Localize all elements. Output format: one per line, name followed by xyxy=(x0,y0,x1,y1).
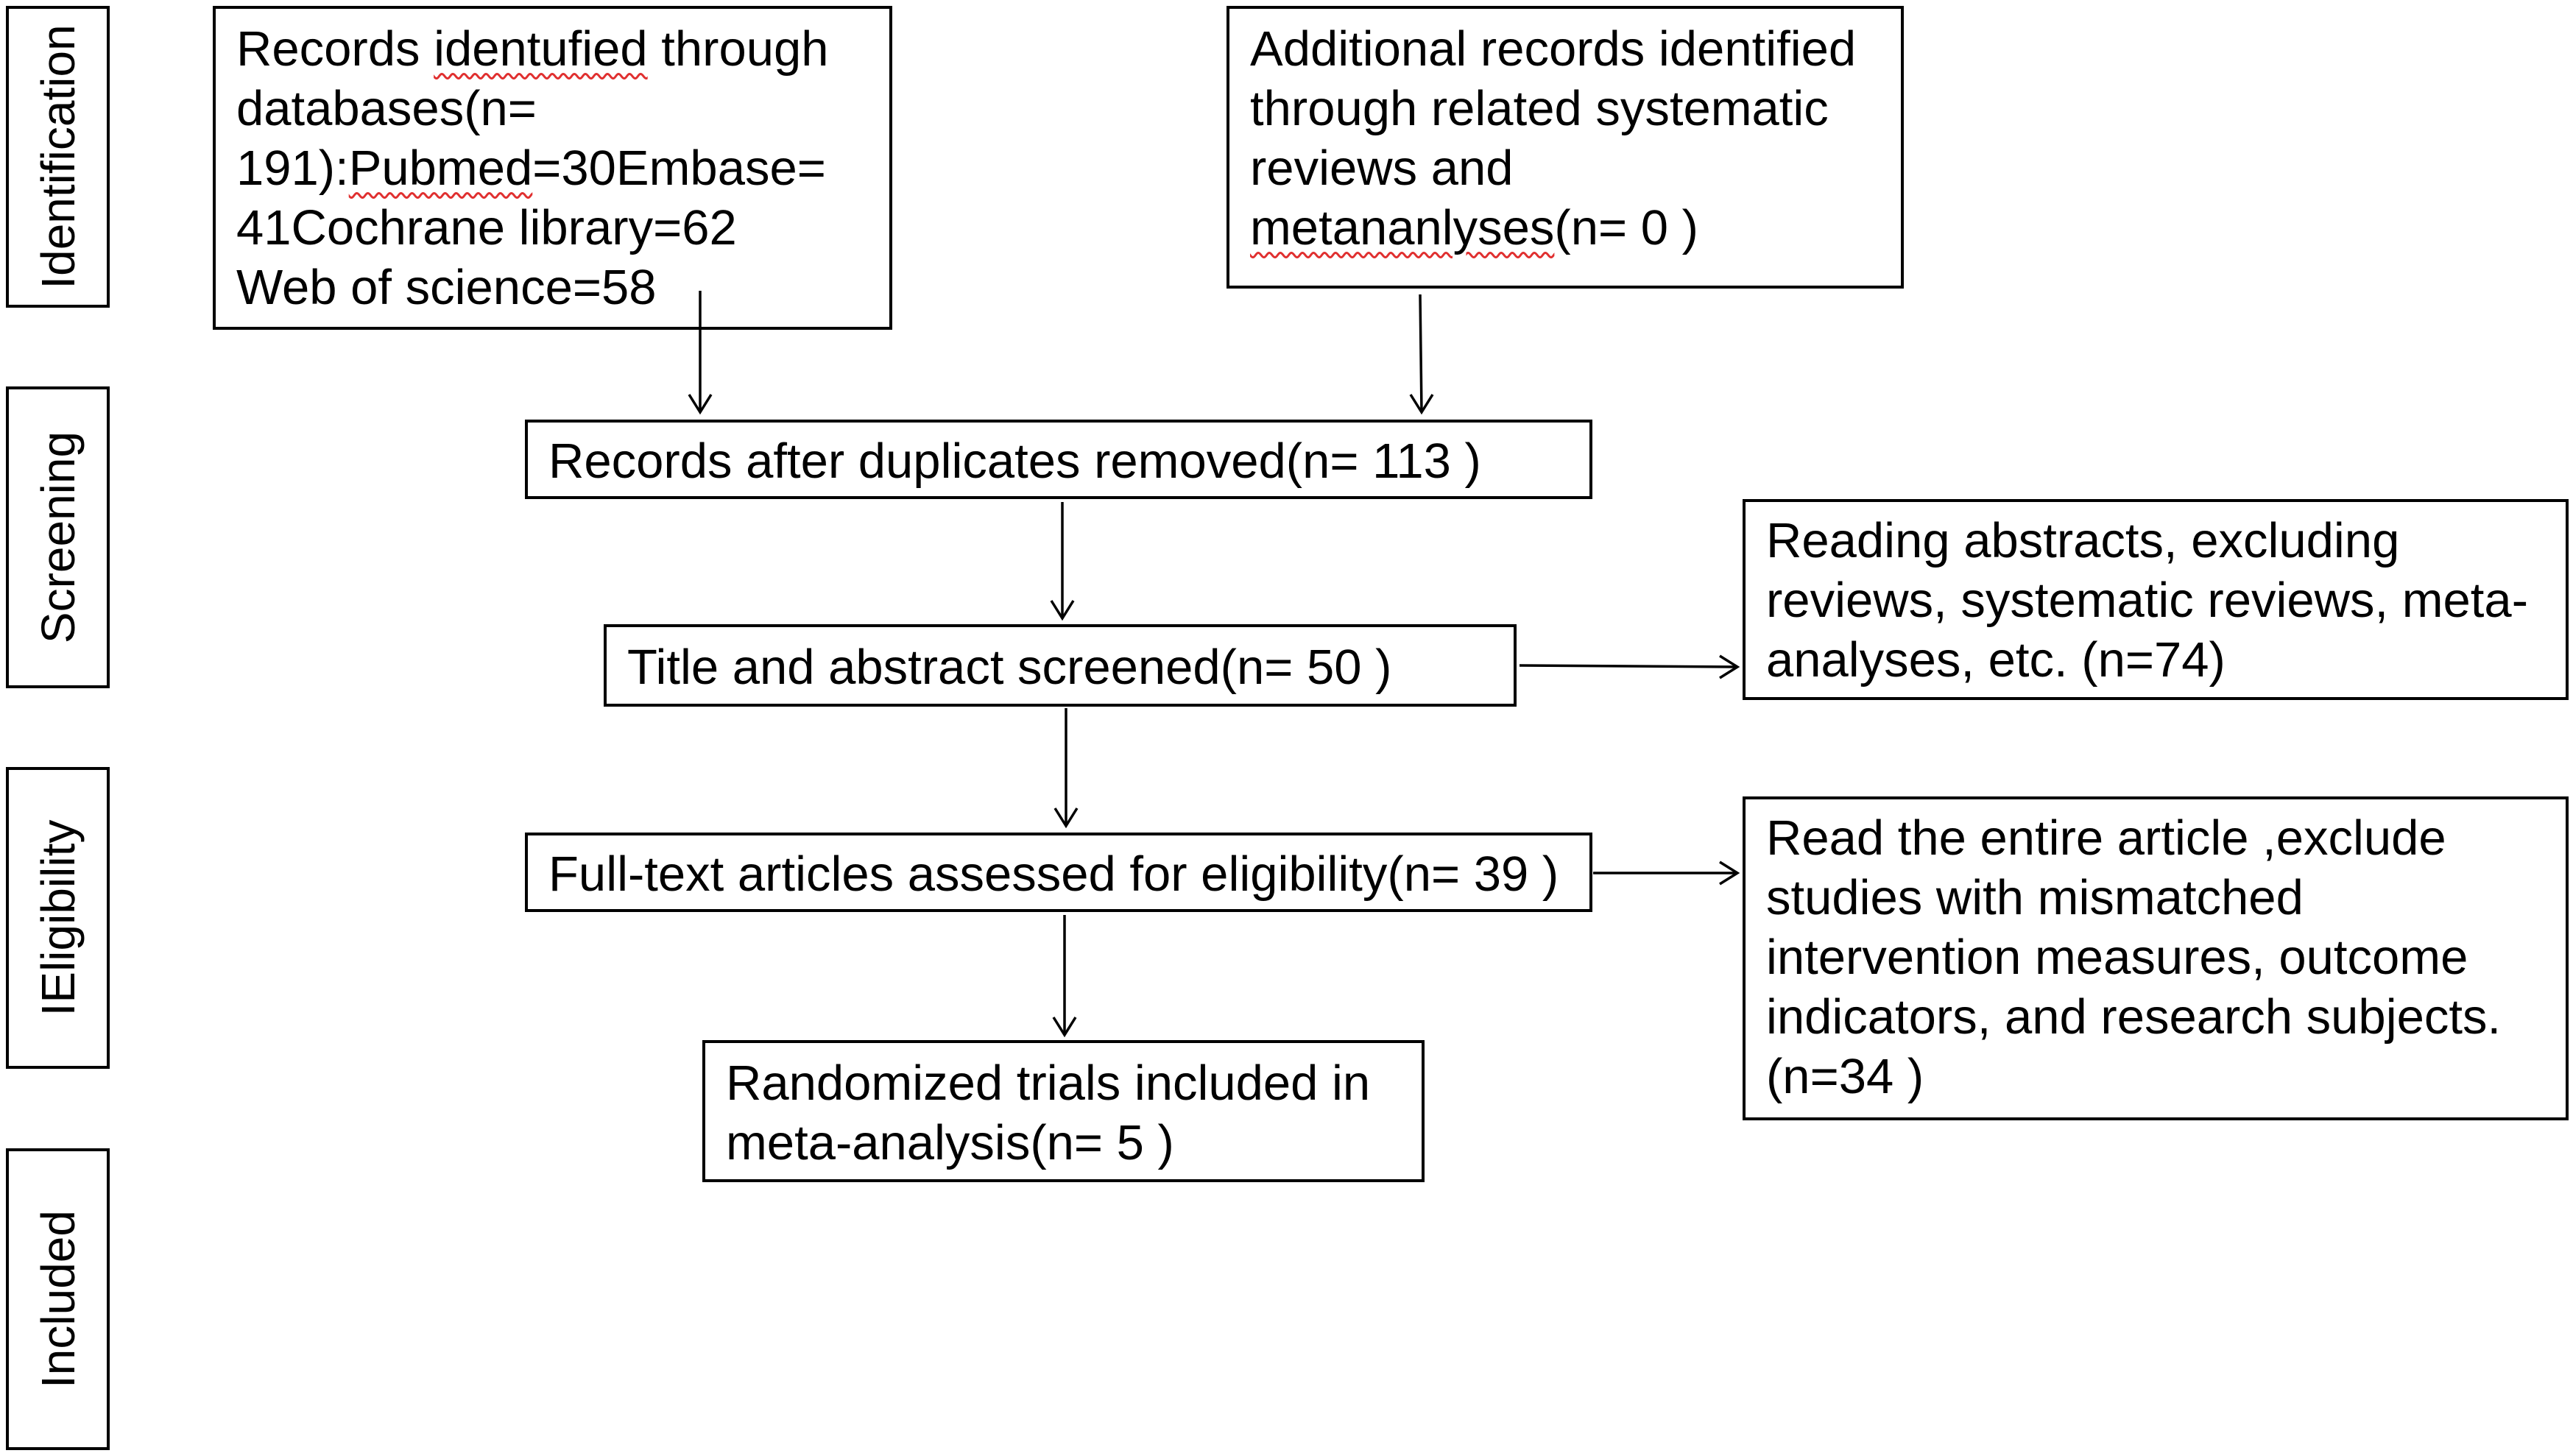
arrow-duplicates-to-screened xyxy=(1050,502,1075,621)
database-records-line1: Records identufied through xyxy=(236,21,829,77)
duplicates-removed-text: Records after duplicates removed(n= 113 … xyxy=(548,434,1481,489)
excluded-full-text-box: Read the entire article ,exclude studies… xyxy=(1743,796,2569,1120)
phase-eligibility-label: IEligibility xyxy=(31,819,85,1017)
phase-screening: Screening xyxy=(6,386,110,688)
database-records-line3: 191):Pubmed=30Embase= xyxy=(236,141,826,196)
additional-records-line3: reviews and xyxy=(1250,141,1514,196)
additional-records-line1: Additional records identified xyxy=(1250,21,1857,77)
duplicates-removed-box: Records after duplicates removed(n= 113 … xyxy=(525,420,1592,499)
database-records-line2: databases(n= xyxy=(236,81,537,136)
additional-records-line4: metananlyses(n= 0 ) xyxy=(1250,200,1698,255)
arrow-screened-to-fulltext xyxy=(1053,708,1079,829)
additional-records-box: Additional records identified through re… xyxy=(1227,6,1904,289)
arrow-additional-to-duplicates xyxy=(1409,294,1434,415)
database-records-text: Records identufied through databases(n= … xyxy=(236,19,829,317)
excluded-full-text-text: Read the entire article ,exclude studies… xyxy=(1766,810,2502,1104)
arrow-screened-to-excluded xyxy=(1519,654,1740,679)
arrow-fulltext-to-excluded xyxy=(1593,860,1740,886)
phase-identification-label: Identification xyxy=(31,24,85,289)
title-abstract-text: Title and abstract screened(n= 50 ) xyxy=(627,640,1392,695)
excluded-abstracts-box: Reading abstracts, excluding reviews, sy… xyxy=(1743,499,2569,700)
database-records-line4: 41Cochrane library=62 xyxy=(236,200,737,255)
arrow-fulltext-to-included xyxy=(1052,915,1077,1038)
phase-included-label: Included xyxy=(31,1210,85,1388)
additional-records-line2: through related systematic xyxy=(1250,81,1829,136)
included-trials-text: Randomized trials included in meta-analy… xyxy=(726,1056,1371,1170)
phase-eligibility: IEligibility xyxy=(6,767,110,1069)
phase-screening-label: Screening xyxy=(31,431,85,644)
title-abstract-box: Title and abstract screened(n= 50 ) xyxy=(604,624,1517,707)
additional-records-text: Additional records identified through re… xyxy=(1250,19,1856,258)
full-text-text: Full-text articles assessed for eligibil… xyxy=(548,847,1559,902)
full-text-box: Full-text articles assessed for eligibil… xyxy=(525,833,1592,912)
included-trials-box: Randomized trials included in meta-analy… xyxy=(702,1040,1425,1182)
database-records-box: Records identufied through databases(n= … xyxy=(213,6,892,330)
database-records-line5: Web of science=58 xyxy=(236,260,657,315)
phase-identification: Identification xyxy=(6,6,110,308)
phase-included: Included xyxy=(6,1148,110,1450)
excluded-abstracts-text: Reading abstracts, excluding reviews, sy… xyxy=(1766,513,2528,688)
